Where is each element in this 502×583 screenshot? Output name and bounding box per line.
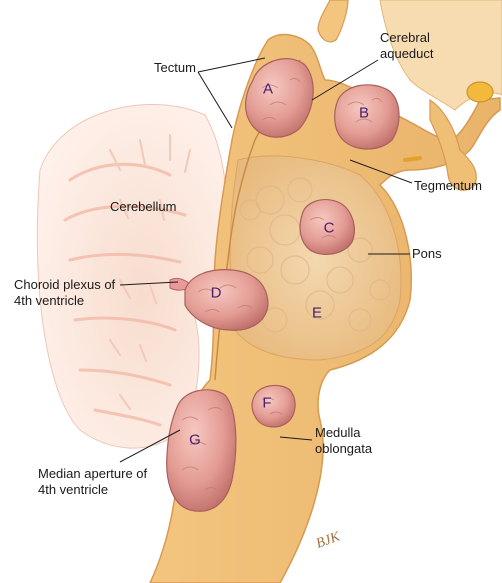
lesion-a-letter: A: [262, 80, 274, 98]
tectum-leader-lower: [197, 71, 233, 129]
lesion-shapes: [166, 58, 400, 512]
lesion-d-shape: [184, 269, 269, 331]
tegmentum-leader: [349, 159, 413, 184]
cerebral-aqueduct-label: Cerebral aqueduct: [380, 30, 434, 61]
median-aperture-label: Median aperture of 4th ventricle: [38, 466, 148, 497]
choroid-plexus-label: Choroid plexus of 4th ventricle: [14, 277, 116, 308]
lesion-f-letter: F: [262, 394, 272, 412]
lesion-b-shape: [334, 84, 400, 150]
lesion-f-shape: [251, 384, 296, 428]
lesion-d-letter: D: [210, 284, 222, 302]
lesion-e-letter: E: [311, 304, 323, 322]
tectum-leader-upper: [197, 57, 266, 73]
lesion-g-letter: G: [189, 431, 201, 449]
choroid-leader: [119, 281, 179, 286]
lesion-c-letter: C: [323, 219, 335, 237]
pons-label: Pons: [412, 246, 442, 261]
medulla-oblongata-label: Medulla oblongata: [315, 425, 373, 456]
median-aperture-leader: [119, 429, 181, 463]
lesion-g-shape: [166, 389, 237, 512]
aqueduct-leader: [311, 59, 379, 101]
tegmentum-label: Tegmentum: [414, 178, 482, 193]
medulla-leader: [279, 436, 313, 441]
lesion-b-letter: B: [358, 104, 370, 122]
lesion-c-shape: [299, 199, 355, 256]
cerebellum-label: Cerebellum: [110, 199, 177, 214]
tectum-label: Tectum: [154, 60, 196, 75]
leader-lines: [119, 57, 413, 463]
artist-signature: BJK: [314, 529, 342, 552]
